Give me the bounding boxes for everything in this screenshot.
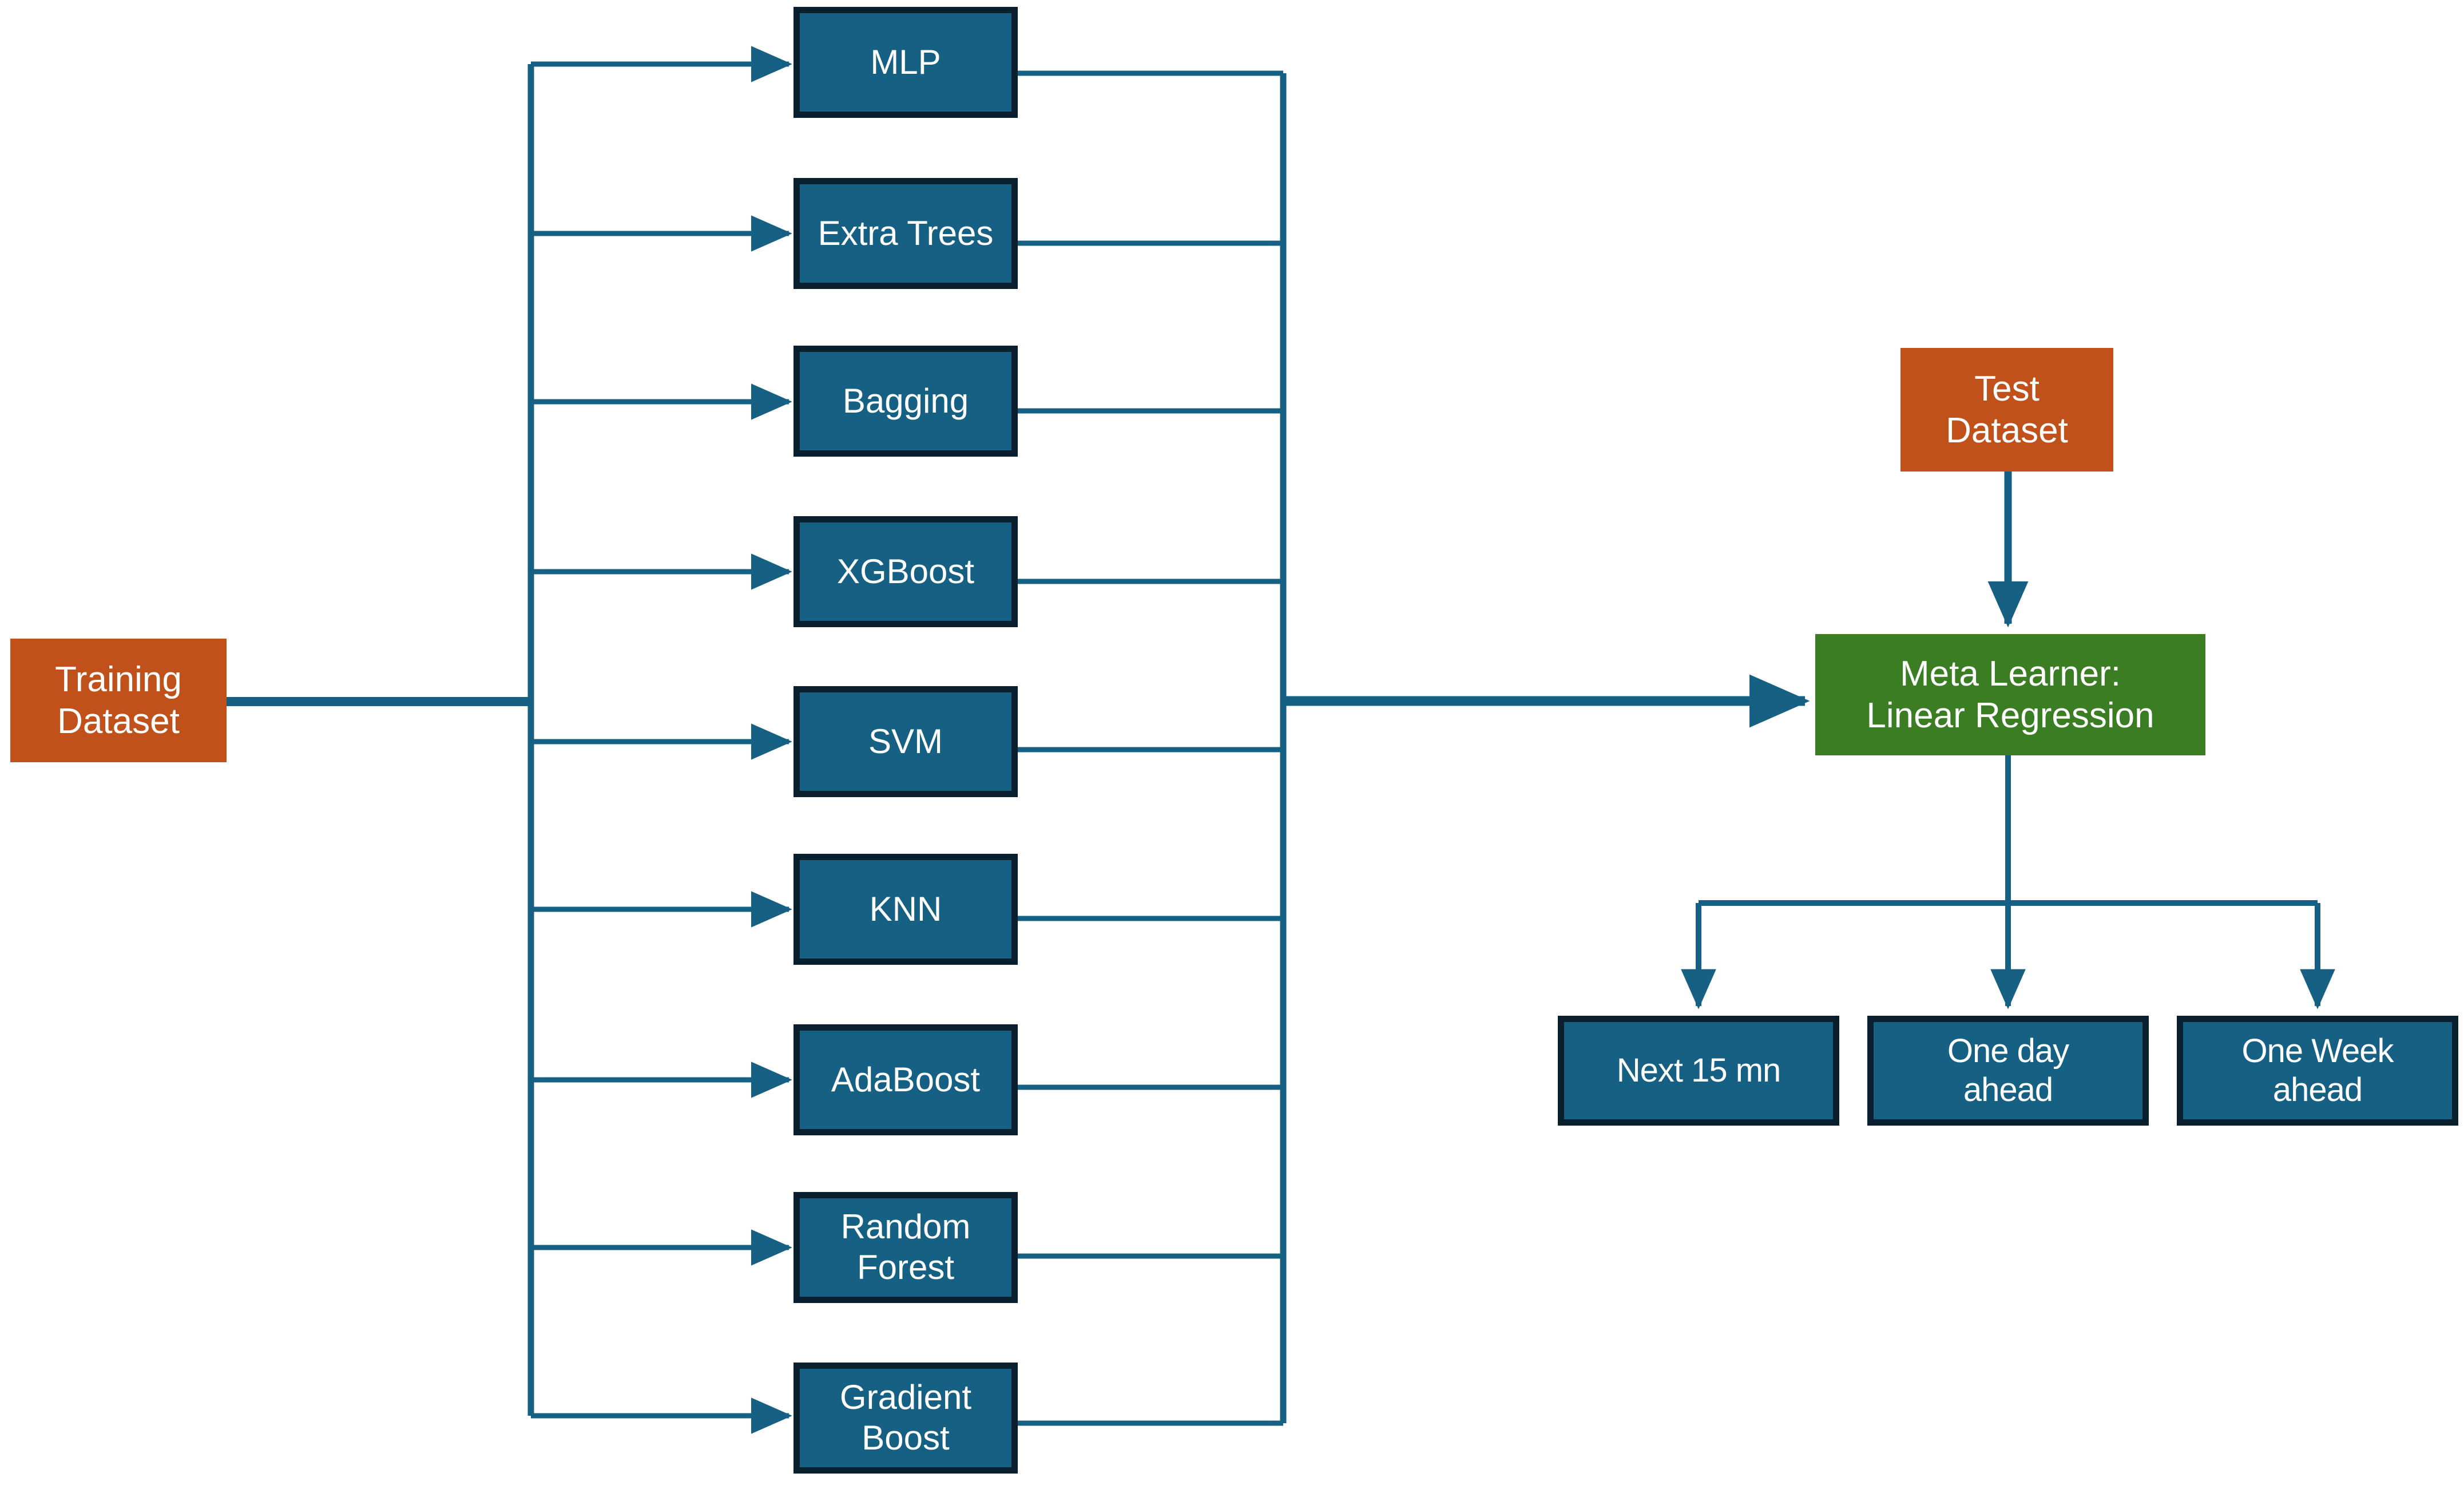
connector-trunk-to-models — [531, 46, 792, 1434]
base-model-knn[interactable]: KNN — [793, 854, 1018, 965]
base-model-label: Gradient Boost — [839, 1378, 972, 1457]
output-label: Next 15 mn — [1616, 1051, 1781, 1089]
meta-learner-node[interactable]: Meta Learner: Linear Regression — [1815, 634, 2205, 755]
base-model-mlp[interactable]: MLP — [793, 7, 1018, 118]
base-model-bagging[interactable]: Bagging — [793, 346, 1018, 457]
base-model-label: XGBoost — [836, 552, 975, 591]
output-next-15-mn[interactable]: Next 15 mn — [1558, 1016, 1839, 1126]
base-model-random-forest[interactable]: Random Forest — [793, 1192, 1018, 1303]
base-model-label: Random Forest — [840, 1207, 971, 1286]
test-dataset-node[interactable]: Test Dataset — [1900, 348, 2113, 472]
connector-meta-to-outputs — [1681, 755, 2335, 1009]
output-label: One day ahead — [1947, 1032, 2069, 1108]
training-dataset-label: Training Dataset — [55, 659, 182, 741]
base-model-label: KNN — [869, 889, 942, 928]
connector-models-to-collector — [1018, 70, 1283, 1426]
training-dataset-node[interactable]: Training Dataset — [10, 639, 227, 762]
base-model-adaboost[interactable]: AdaBoost — [793, 1024, 1018, 1135]
meta-learner-label: Meta Learner: Linear Regression — [1866, 654, 2154, 735]
base-model-svm[interactable]: SVM — [793, 686, 1018, 797]
base-model-xgboost[interactable]: XGBoost — [793, 516, 1018, 627]
base-model-gradient-boost[interactable]: Gradient Boost — [793, 1363, 1018, 1474]
output-label: One Week ahead — [2241, 1032, 2394, 1108]
base-model-label: MLP — [870, 42, 941, 81]
base-model-label: Extra Trees — [818, 213, 994, 252]
base-model-label: SVM — [868, 722, 943, 761]
output-one-week-ahead[interactable]: One Week ahead — [2177, 1016, 2458, 1126]
base-model-label: Bagging — [842, 381, 969, 420]
base-model-extra-trees[interactable]: Extra Trees — [793, 178, 1018, 289]
base-model-label: AdaBoost — [831, 1060, 981, 1099]
output-one-day-ahead[interactable]: One day ahead — [1867, 1016, 2149, 1126]
test-dataset-label: Test Dataset — [1946, 369, 2068, 450]
